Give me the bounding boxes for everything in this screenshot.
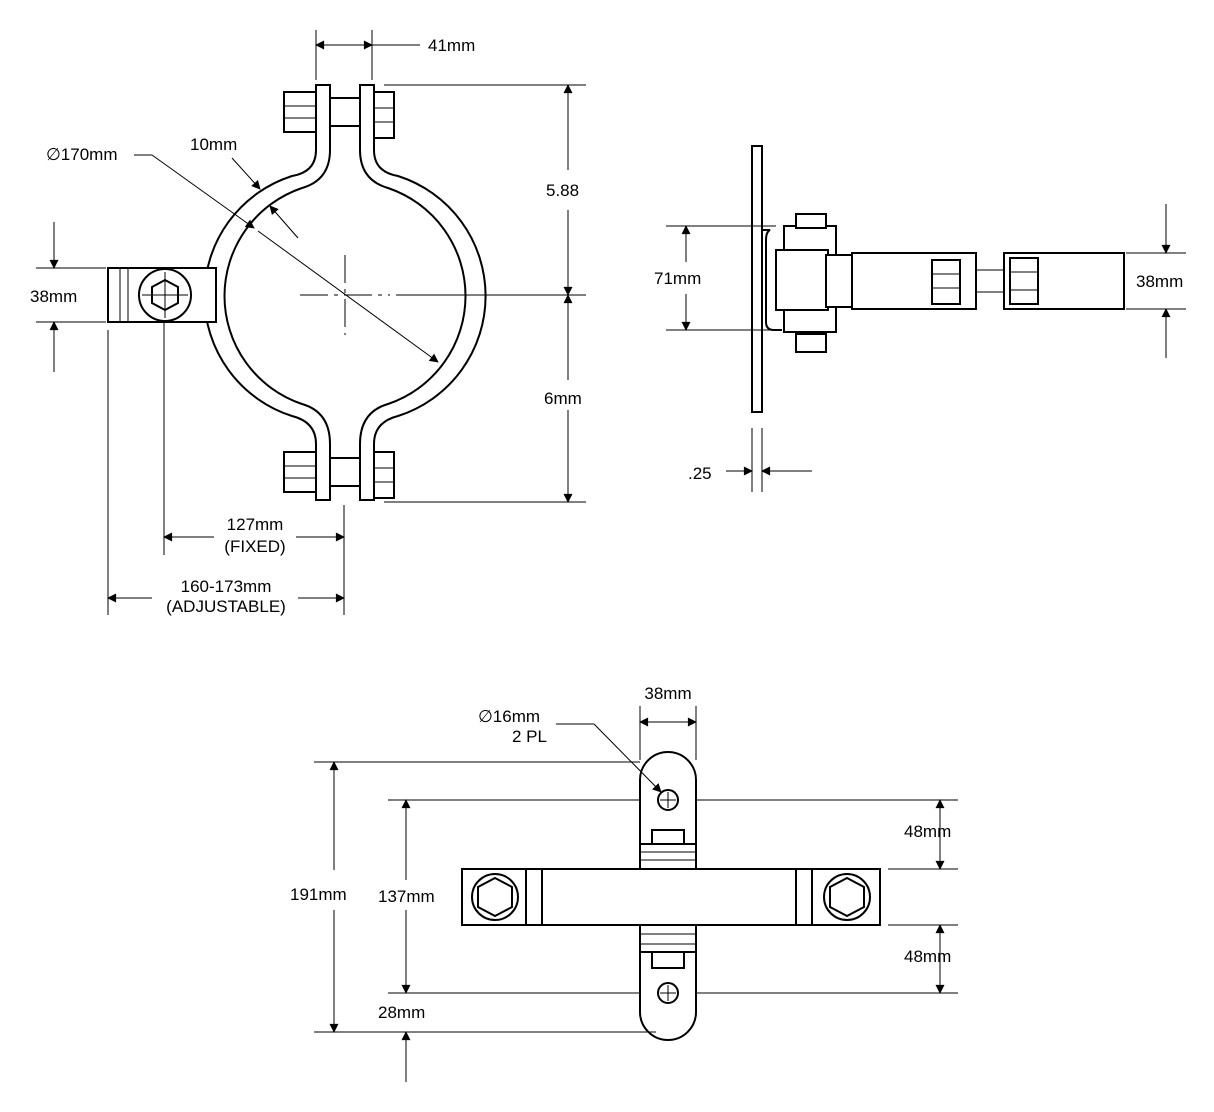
bottom-bolt-nut xyxy=(373,451,395,499)
horizontal-bar xyxy=(461,868,881,926)
top-bolt-nut xyxy=(373,91,395,139)
base-plate xyxy=(751,145,763,413)
side-view: 71mm 38mm .25 xyxy=(654,145,1186,492)
dim-fixed-note: (FIXED) xyxy=(224,537,285,556)
upper-nut xyxy=(651,829,685,845)
dim-plan-38mm: 38mm xyxy=(644,684,691,703)
clamp-outer xyxy=(203,84,331,501)
dim-adjustable-note: (ADJUSTABLE) xyxy=(166,597,286,616)
dim-bottom-48mm: 48mm xyxy=(904,947,951,966)
bottom-bolt-shank xyxy=(329,457,361,487)
dim-160-173mm: 160-173mm xyxy=(181,577,272,596)
dim-6mm: 6mm xyxy=(544,389,582,408)
dim-hole-2pl: 2 PL xyxy=(512,727,547,746)
bar-collar-right xyxy=(795,868,813,926)
dim-diameter-170: ∅170mm xyxy=(46,145,118,164)
front-view: 41mm 5.88 6mm ∅170mm 10mm 38mm 127mm (FI… xyxy=(30,30,586,616)
bar-collar-left xyxy=(525,868,543,926)
lower-nut xyxy=(651,951,685,969)
dim-137mm: 137mm xyxy=(378,887,435,906)
dim-hole-16mm: ∅16mm xyxy=(478,707,540,726)
dim-10mm: 10mm xyxy=(190,135,237,154)
dim-41mm: 41mm xyxy=(428,36,475,55)
dim-5-88: 5.88 xyxy=(546,181,579,200)
side-nut-left xyxy=(931,259,961,305)
bar-bolt-head-left xyxy=(477,876,513,918)
dim-top-48mm: 48mm xyxy=(904,822,951,841)
dim-191mm: 191mm xyxy=(290,885,347,904)
dim-28mm: 28mm xyxy=(378,1003,425,1022)
plan-view: 38mm ∅16mm 2 PL 191mm 137mm 28mm 48mm 48… xyxy=(290,684,958,1082)
top-bolt-head-left xyxy=(283,91,317,133)
lower-hinge xyxy=(639,923,697,953)
dim-71mm: 71mm xyxy=(654,269,701,288)
bottom-bolt-head-left xyxy=(283,451,317,493)
dim-127mm: 127mm xyxy=(227,515,284,534)
clamp-outer-right xyxy=(359,84,487,501)
dim-tube-38mm: 38mm xyxy=(30,287,77,306)
top-nut xyxy=(795,213,827,229)
hinge-barrel xyxy=(775,249,829,311)
dim-side-38mm: 38mm xyxy=(1136,272,1183,291)
bottom-nut xyxy=(795,333,827,353)
bar-bolt-head-right xyxy=(829,876,865,918)
side-nut-right xyxy=(1009,257,1039,305)
top-bolt-shank xyxy=(329,97,361,127)
upper-hinge xyxy=(639,843,697,871)
dim-025: .25 xyxy=(688,464,712,483)
hinge-collar xyxy=(825,254,853,308)
